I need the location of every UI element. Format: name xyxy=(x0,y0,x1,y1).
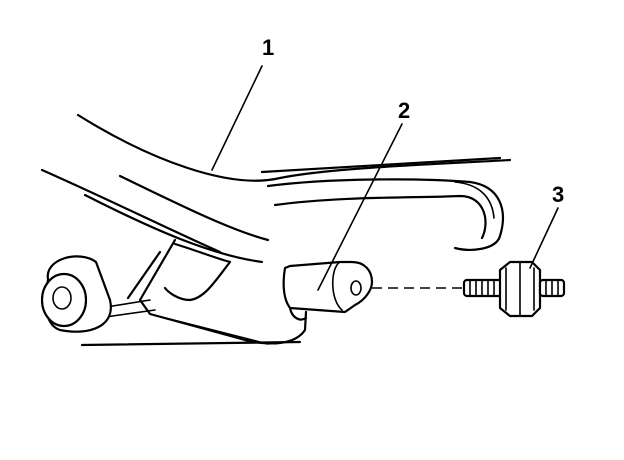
link-bracket xyxy=(282,260,374,321)
leader-lines xyxy=(211,65,559,291)
bushing xyxy=(40,255,112,333)
callout-3-label: 3 xyxy=(552,182,564,207)
control-arm xyxy=(80,238,308,347)
callout-2-label: 2 xyxy=(398,98,410,123)
bolt-assembly xyxy=(462,260,566,318)
callout-1-label: 1 xyxy=(262,35,274,60)
body-frame xyxy=(40,113,512,254)
stabilizer-bar xyxy=(83,174,504,264)
